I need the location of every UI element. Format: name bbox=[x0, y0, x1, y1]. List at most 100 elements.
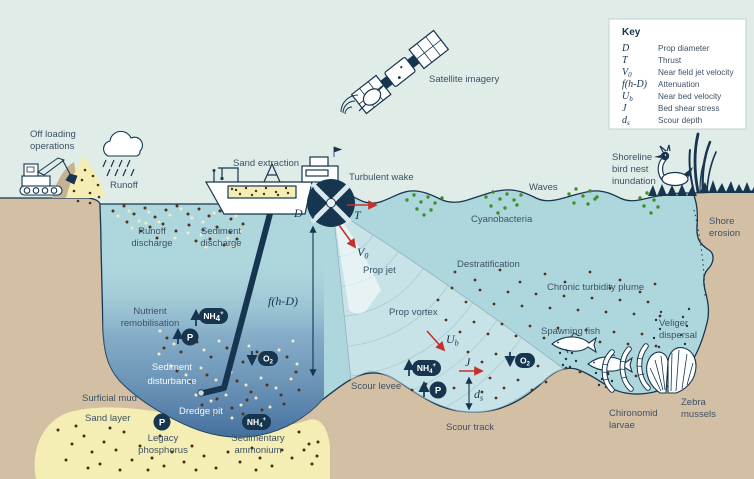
symbol-T: T bbox=[354, 208, 362, 222]
nh4-badge-scour: NH4+ bbox=[412, 360, 441, 376]
near-bed-velocity-arrow bbox=[426, 330, 446, 352]
excavator-icon bbox=[19, 157, 78, 196]
flux-arrows bbox=[172, 308, 516, 397]
pipe-gantry-frame bbox=[263, 162, 281, 183]
zebra-mussels-icon bbox=[646, 347, 697, 394]
label-chironomid-larvae: Chironomid bbox=[609, 408, 658, 419]
dredge-pipe bbox=[197, 203, 275, 397]
suction-head bbox=[197, 389, 205, 397]
sand-grain-dots bbox=[56, 424, 320, 472]
svg-text:Thrust: Thrust bbox=[658, 56, 682, 65]
svg-text:Attenuation: Attenuation bbox=[658, 80, 700, 89]
satellite-icon bbox=[340, 29, 450, 115]
dredge-pit-deep-water bbox=[103, 258, 324, 437]
label-destratification: Destratification bbox=[457, 259, 520, 270]
svg-text:O2: O2 bbox=[520, 356, 531, 368]
label-chronic-turbidity-plume: Chronic turbidity plume bbox=[547, 282, 644, 293]
svg-text:Bed shear stress: Bed shear stress bbox=[658, 104, 719, 113]
symbol-V0: V0 bbox=[357, 245, 368, 261]
label-scour-track: Scour track bbox=[446, 422, 494, 433]
symbol-Ub: Ub bbox=[446, 332, 459, 348]
jet-velocity-arrow bbox=[338, 224, 357, 249]
label-sediment-discharge: Sediment bbox=[201, 226, 241, 237]
key-sym-D: D bbox=[621, 43, 630, 54]
key-sym-Ub: Ub bbox=[622, 91, 633, 103]
svg-text:discharge: discharge bbox=[200, 238, 241, 249]
svg-text:larvae: larvae bbox=[609, 420, 635, 431]
svg-text:P: P bbox=[435, 386, 442, 397]
label-runoff-discharge: Runoff bbox=[138, 226, 166, 237]
left-shore-edge bbox=[0, 197, 101, 205]
svg-text:O2: O2 bbox=[263, 354, 274, 366]
symbol-ds: ds bbox=[474, 387, 483, 403]
text-labels: Off loading operations Runoff Sand extra… bbox=[30, 74, 740, 456]
svg-text:dispersal: dispersal bbox=[659, 330, 697, 341]
ship-flag bbox=[333, 146, 343, 157]
label-sand-layer: Sand layer bbox=[85, 413, 130, 424]
measurement-arrows bbox=[309, 186, 484, 411]
sand-pile bbox=[66, 156, 106, 198]
prop-jet-core bbox=[333, 209, 381, 314]
nh4-badge-sedimentary: NH4+ bbox=[242, 414, 271, 430]
label-scour-levee: Scour levee bbox=[351, 381, 401, 392]
label-prop-jet: Prop jet bbox=[363, 265, 396, 276]
label-surficial-mud: Surficial mud bbox=[82, 393, 137, 404]
offloading-scene bbox=[19, 130, 144, 205]
beak bbox=[654, 155, 661, 158]
shore-grass bbox=[700, 180, 754, 193]
svg-text:P: P bbox=[187, 333, 194, 344]
deck-crane bbox=[218, 167, 239, 182]
label-shore-erosion: Shore bbox=[709, 216, 734, 227]
label-prop-vortex: Prop vortex bbox=[389, 307, 438, 318]
shoreline-habitat bbox=[648, 132, 754, 196]
label-sand-extraction: Sand extraction bbox=[233, 158, 299, 169]
grebe-bird-icon bbox=[654, 144, 693, 187]
o2-badge-scour: O2 bbox=[515, 353, 535, 368]
svg-text:discharge: discharge bbox=[131, 238, 172, 249]
svg-text:ammonium: ammonium bbox=[235, 445, 282, 456]
key-sym-fhD: f(h-D) bbox=[622, 79, 648, 90]
key-box: Key D Prop diameter T Thrust V0 Near fie… bbox=[608, 18, 747, 130]
svg-text:disturbance: disturbance bbox=[147, 376, 196, 387]
cabin-roof bbox=[309, 156, 329, 167]
chironomid-larvae-icons bbox=[601, 343, 651, 393]
svg-text:phosphorus: phosphorus bbox=[138, 445, 188, 456]
crest-feathers bbox=[659, 144, 671, 153]
label-sedimentary-ammonium: Sedimentary bbox=[231, 433, 285, 444]
svg-text:NH4+: NH4+ bbox=[417, 363, 437, 375]
bucket bbox=[65, 173, 78, 185]
label-legacy-phosphorus: Legacy bbox=[148, 433, 179, 444]
rain-drops bbox=[102, 159, 135, 177]
svg-text:mussels: mussels bbox=[681, 409, 716, 420]
svg-text:Prop diameter: Prop diameter bbox=[658, 44, 710, 53]
key-title: Key bbox=[622, 27, 641, 38]
dredging-ship bbox=[204, 146, 343, 215]
propeller-icon bbox=[307, 179, 355, 227]
svg-text:NH4+: NH4+ bbox=[203, 311, 224, 323]
key-sym-T: T bbox=[622, 55, 629, 66]
bird-nest bbox=[648, 184, 697, 196]
o2-badge-pit: O2 bbox=[258, 351, 278, 366]
label-sediment-disturbance: Sediment bbox=[152, 362, 192, 373]
p-badge-scour: P bbox=[429, 381, 447, 399]
label-zebra-mussels: Zebra bbox=[681, 397, 707, 408]
key-sym-ds: ds bbox=[622, 115, 630, 127]
svg-text:inundation: inundation bbox=[612, 176, 656, 187]
label-off-loading: Off loading bbox=[30, 129, 76, 140]
shore-erosion-dashed-line bbox=[693, 209, 706, 297]
svg-text:Near bed velocity: Near bed velocity bbox=[658, 92, 722, 101]
nh4-badge-remobilisation: NH4+ bbox=[199, 308, 228, 324]
label-nutrient-remobilisation: Nutrient bbox=[133, 306, 167, 317]
key-background bbox=[608, 18, 747, 130]
symbol-fhD: f(h-D) bbox=[268, 294, 298, 308]
cabin-windows bbox=[305, 169, 329, 177]
key-sym-J: J bbox=[622, 103, 627, 114]
chemical-badges: NH4+ P O2 NH4+ P O2 P NH4+ bbox=[153, 308, 535, 431]
symbol-labels: D T V0 f(h-D) Ub J ds bbox=[268, 206, 483, 403]
signal-waves bbox=[340, 94, 359, 115]
key-sym-V0: V0 bbox=[622, 67, 632, 79]
label-turbulent-wake: Turbulent wake bbox=[349, 172, 414, 183]
label-dredge-pit: Dredge pit bbox=[179, 406, 223, 417]
